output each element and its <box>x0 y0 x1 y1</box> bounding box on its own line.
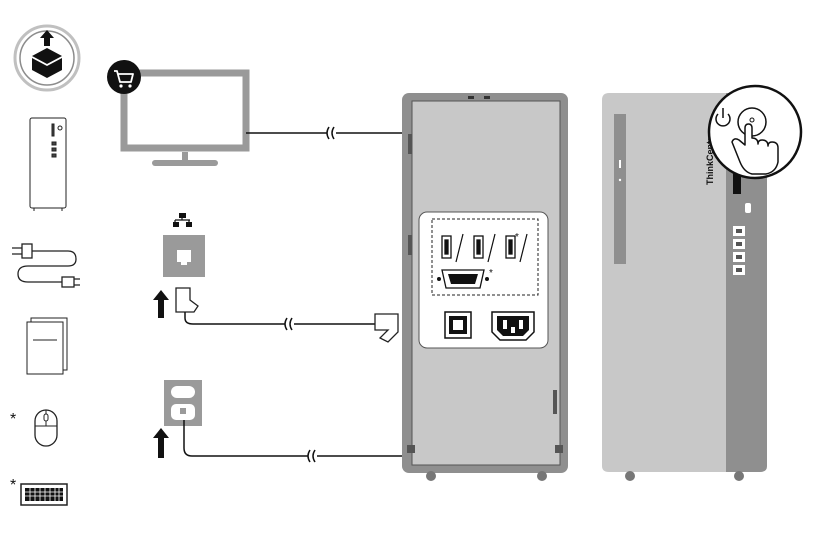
shopping-cart-icon <box>107 60 141 94</box>
brand-logo: ThinkCentre <box>705 132 715 185</box>
network-icon <box>173 213 192 227</box>
power-outlet <box>164 380 202 426</box>
ethernet-port-icon <box>444 311 472 339</box>
ethernet-wall-jack <box>163 235 205 277</box>
displayport-icon <box>473 235 484 259</box>
keyboard-icon: * <box>10 477 68 506</box>
power-cord-icon <box>12 243 80 288</box>
power-icon <box>715 108 731 127</box>
port-separators <box>455 233 528 263</box>
up-arrow-icon <box>153 290 169 318</box>
ethernet-plug <box>374 313 399 343</box>
tower-front <box>602 93 767 481</box>
optional-marker: * <box>10 411 16 428</box>
hdmi-port-icon <box>441 235 452 259</box>
optional-marker: * <box>489 268 493 279</box>
monitor <box>120 69 250 166</box>
up-arrow-icon <box>153 428 169 458</box>
tower-pc-icon <box>29 117 67 211</box>
optional-marker: * <box>515 232 519 243</box>
vga-port-icon <box>437 269 489 289</box>
ethernet-cable <box>184 312 375 331</box>
documents-icon <box>26 317 68 375</box>
displayport-optional-icon <box>505 235 516 259</box>
optional-marker: * <box>10 477 16 494</box>
unbox-icon <box>13 24 81 92</box>
ethernet-plug <box>175 287 199 313</box>
power-inlet-icon <box>491 311 535 341</box>
mouse-icon: * <box>10 409 58 447</box>
finger-press-icon <box>731 123 779 175</box>
